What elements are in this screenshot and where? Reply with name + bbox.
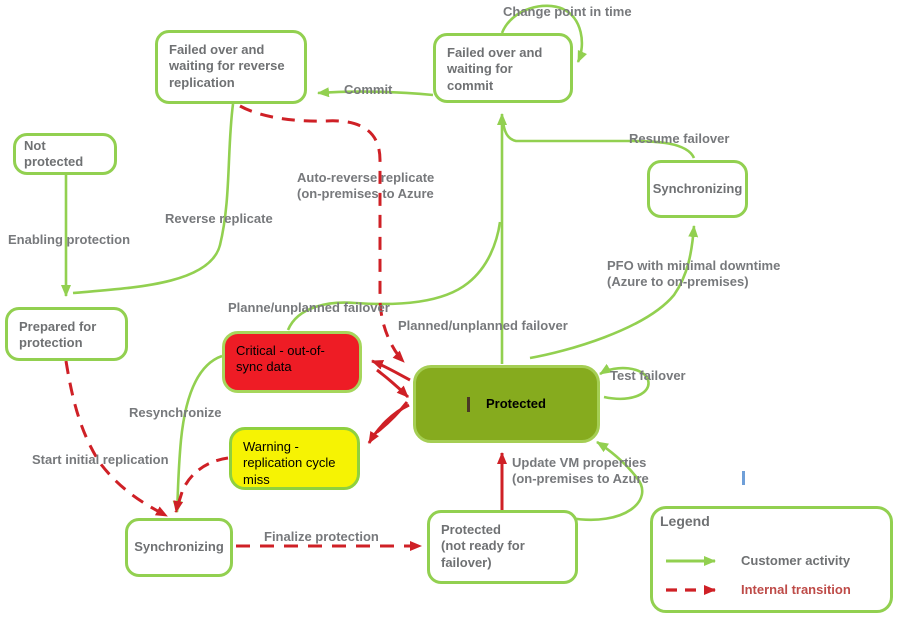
text-cursor-artifact <box>467 396 471 412</box>
node-label-failed-over-commit: Failed over and waiting for commit <box>447 45 543 93</box>
node-label-synchronizing-right: Synchronizing <box>652 180 743 196</box>
label-finalize-protection: Finalize protection <box>264 529 379 544</box>
label-change-point-in-time: Change point in time <box>503 4 632 19</box>
label-planne-unplanned-failover: Planne/unplanned failover <box>228 300 390 315</box>
red-dashed-arrow-icon <box>666 584 716 595</box>
node-label-synchronizing-bottom: Synchronizing <box>134 539 224 555</box>
label-commit: Commit <box>344 82 393 97</box>
node-label-not-protected: Not protected <box>24 137 84 169</box>
node-failed-over-reverse: Failed over and waiting for reverse repl… <box>155 30 307 104</box>
edge-protected-to-critical <box>371 359 411 382</box>
legend-title: Legend <box>660 513 710 529</box>
edge-reverse-replicate <box>72 103 235 295</box>
edge-resume-failover <box>501 120 696 159</box>
label-test-failover: Test failover <box>610 368 686 383</box>
legend-item-customer-activity: Customer activity <box>665 553 850 568</box>
legend-item-internal-transition: Internal transition <box>665 582 851 597</box>
legend: Legend Customer activity <box>650 506 893 613</box>
label-update-vm-properties: Update VM properties (on-premises to Azu… <box>512 455 649 487</box>
node-protected: Protected <box>413 365 600 443</box>
label-auto-reverse-replicate: Auto-reverse replicate (on-premises to A… <box>297 170 435 202</box>
node-label-failed-over-reverse: Failed over and waiting for reverse repl… <box>169 42 285 90</box>
label-pfo-minimal-downtime: PFO with minimal downtime (Azure to on-p… <box>607 258 781 290</box>
node-synchronizing-bottom: Synchronizing <box>125 518 233 577</box>
label-resume-failover: Resume failover <box>629 131 730 146</box>
green-arrow-icon <box>666 555 716 566</box>
edge-resynchronize <box>172 354 223 513</box>
edge-start-initial-replication <box>64 360 168 518</box>
node-label-prepared-for-protection: Prepared for protection <box>19 319 97 351</box>
node-label-protected: Protected <box>486 395 546 411</box>
node-protected-not-ready: Protected (not ready for failover) <box>427 510 578 584</box>
node-critical-out-of-sync: Critical - out-of- sync data <box>222 331 362 393</box>
edge-update-vm-properties <box>569 440 644 521</box>
label-start-initial-replication: Start initial replication <box>32 452 169 467</box>
node-synchronizing-right: Synchronizing <box>647 160 748 218</box>
node-prepared-for-protection: Prepared for protection <box>5 307 128 361</box>
legend-label-customer-activity: Customer activity <box>741 553 851 568</box>
label-planned-unplanned-failover: Planned/unplanned failover <box>398 318 568 333</box>
label-enabling-protection: Enabling protection <box>8 232 131 247</box>
edge-protected-to-warning <box>367 403 410 444</box>
edge-pfo-downtime <box>529 225 699 360</box>
edge-change-point-loop <box>500 4 588 63</box>
label-reverse-replicate: Reverse replicate <box>165 211 273 226</box>
node-warning-replication-cycle: Warning - replication cycle miss <box>229 427 360 490</box>
node-label-protected-not-ready: Protected (not ready for failover) <box>441 522 525 570</box>
edge-auto-reverse-replicate <box>239 104 406 364</box>
edge-critical-to-protected <box>376 368 410 399</box>
legend-label-internal-transition: Internal transition <box>741 582 851 597</box>
edge-test-failover-loop <box>599 363 650 401</box>
text-cursor-artifact <box>742 471 745 485</box>
edge-planned-failover-critical <box>286 221 502 331</box>
node-label-warning-replication-cycle: Warning - replication cycle miss <box>243 439 336 487</box>
edge-commit <box>317 87 434 98</box>
node-failed-over-commit: Failed over and waiting for commit <box>433 33 573 103</box>
edge-warning-to-sync <box>173 456 229 513</box>
label-resynchronize: Resynchronize <box>129 405 222 420</box>
node-not-protected: Not protected <box>13 133 117 175</box>
node-label-critical-out-of-sync: Critical - out-of- sync data <box>236 343 325 375</box>
edge-warning-to-protected <box>376 401 409 434</box>
